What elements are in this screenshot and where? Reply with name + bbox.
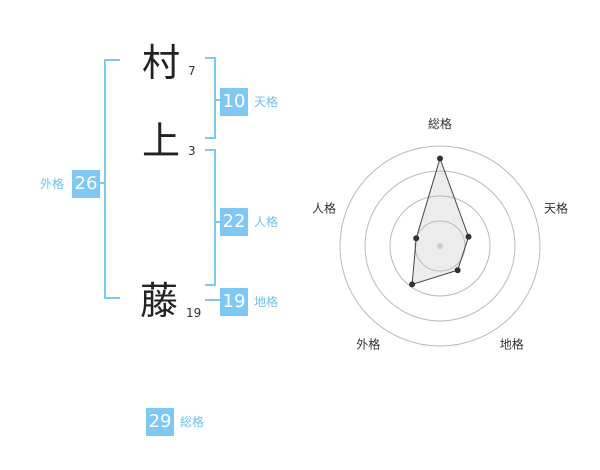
tenkaku-label: 天格 <box>254 95 279 109</box>
gaikaku-badge: 26 <box>72 170 100 198</box>
radar-series-polygon <box>411 156 470 286</box>
name-char-3-strokes: 19 <box>186 306 202 320</box>
radar-point-3 <box>409 281 416 288</box>
radar-center-dot <box>437 243 443 249</box>
jinkaku-badge: 22 <box>220 208 248 236</box>
radar-point-4 <box>413 235 420 242</box>
radar-point-2 <box>454 267 461 274</box>
radar-rings <box>339 145 541 347</box>
radar-points <box>409 155 472 288</box>
radar-ring-3 <box>364 170 516 322</box>
chikaku-label: 地格 <box>254 295 279 309</box>
radar-ring-4 <box>339 145 541 347</box>
soukaku-label: 総格 <box>180 415 205 429</box>
name-char-1: 村 <box>142 41 181 85</box>
soukaku-badge: 29 <box>146 408 174 436</box>
radar-axis-label-4: 人格 <box>312 200 336 215</box>
radar-axis-label-0: 総格 <box>428 116 452 131</box>
radar-axis-label-3: 外格 <box>356 337 380 352</box>
jinkaku-bracket <box>205 149 216 286</box>
name-char-2: 上 <box>142 119 181 163</box>
tenkaku-bracket <box>205 57 216 139</box>
name-char-1-strokes: 7 <box>188 64 196 78</box>
radar-axis-label-2: 地格 <box>500 337 524 352</box>
radar-axis-label-1: 天格 <box>544 200 568 215</box>
outer-bracket <box>104 59 120 299</box>
radar-point-1 <box>465 233 472 240</box>
radar-ring-2 <box>389 195 491 297</box>
gaikaku-label: 外格 <box>40 177 65 191</box>
name-char-3: 藤 <box>140 279 179 323</box>
tenkaku-badge: 10 <box>220 88 248 116</box>
jinkaku-label: 人格 <box>254 215 279 229</box>
chikaku-badge: 19 <box>220 288 248 316</box>
radar-point-0 <box>437 155 443 162</box>
name-char-2-strokes: 3 <box>188 144 196 158</box>
